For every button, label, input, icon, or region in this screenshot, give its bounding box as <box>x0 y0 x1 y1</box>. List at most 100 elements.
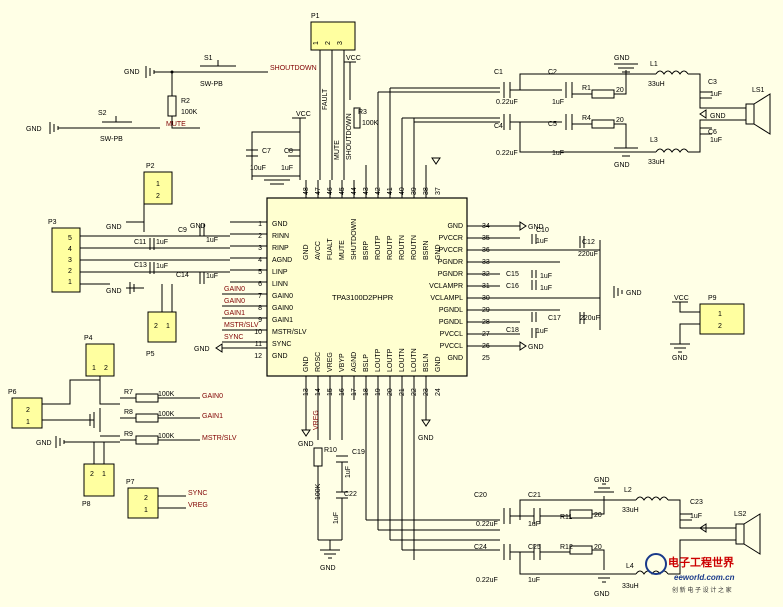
value-c11: 1uF <box>156 239 168 246</box>
label-c8: C8 <box>284 148 293 155</box>
r4-wire <box>572 123 627 148</box>
p7-wires <box>158 495 186 509</box>
cap-c20-c24 <box>503 508 511 560</box>
route-to-c4 <box>402 117 500 123</box>
ic-pin-num-left-7: 7 <box>258 293 262 300</box>
p3-pin3: 3 <box>68 257 72 264</box>
label-ls1: LS1 <box>752 87 765 94</box>
label-c10: C10 <box>536 227 549 234</box>
ic-pin-num-left-1: 1 <box>258 221 262 228</box>
right-caps <box>531 234 585 338</box>
label-r8: R8 <box>124 409 133 416</box>
label-c14: C14 <box>176 272 189 279</box>
gnd-label-12: GND <box>194 346 210 353</box>
label-p6: P6 <box>8 389 17 396</box>
label-c3: C3 <box>708 79 717 86</box>
ic-top-wires-right <box>365 88 427 198</box>
gnd-34: GND <box>528 224 544 231</box>
ic-pin-name-right-28: PGNDL <box>439 319 463 326</box>
gnd-label-p8: GND <box>36 440 52 447</box>
label-c23: C23 <box>690 499 703 506</box>
gnd-label-r4: GND <box>614 162 630 169</box>
gnd-bottom <box>320 549 340 559</box>
bottom-routing <box>366 519 500 551</box>
ic-pin-name-bottom-14: ROSC <box>315 352 322 372</box>
gnd-p6 <box>89 412 95 428</box>
value-c18: 1uF <box>536 328 548 335</box>
label-s1-type: SW-PB <box>200 81 223 88</box>
label-c24: C24 <box>474 544 487 551</box>
ic-pin-name-top-41: ROUTP <box>387 235 394 260</box>
value-c3: 1uF <box>710 91 722 98</box>
ic-pin-name-top-39: ROUTN <box>411 235 418 260</box>
eeworld-logo: 电子工程世界 eeworld.com.cn 创 新 电 子 设 计 之 家 <box>645 553 735 594</box>
ic-pin-num-left-9: 9 <box>258 317 262 324</box>
label-c22: C22 <box>344 491 357 498</box>
label-p5: P5 <box>146 351 155 358</box>
p2-pin2: 2 <box>156 193 160 200</box>
label-r3: R3 <box>358 109 367 116</box>
gnd-label-r11: GND <box>594 477 610 484</box>
ic-left-wires <box>230 221 267 283</box>
vcc-label-p9: VCC <box>674 295 689 302</box>
ic-bottom-wires <box>305 376 427 560</box>
gnd-arrow-ls2 <box>699 523 707 533</box>
ic-pin-name-right-31: VCLAMPR <box>429 283 463 290</box>
p9-wires <box>672 301 700 344</box>
header-p5 <box>147 311 177 343</box>
value-c1: 0.22uF <box>496 99 518 106</box>
ic-pin-name-left-4: AGND <box>272 257 292 264</box>
net-sync-left: SYNC <box>188 490 207 497</box>
ic-pin-name-bottom-15: VREG <box>327 352 334 372</box>
resistor-r10 <box>313 447 323 467</box>
gnd-label-ls1: GND <box>710 113 726 120</box>
resistor-r11 <box>569 509 593 519</box>
value-r9: 100K <box>158 433 175 440</box>
ic-body <box>266 197 468 377</box>
value-r8: 100K <box>158 411 175 418</box>
ic-pin-num-left-6: 6 <box>258 281 262 288</box>
header-p7 <box>127 487 159 519</box>
ic-pin-name-right-29: PGNDL <box>439 307 463 314</box>
label-r12: R12 <box>560 544 573 551</box>
value-c23: 1uF <box>690 513 702 520</box>
ic-pin-name-right-33: PGNDR <box>438 259 463 266</box>
cap-c19 <box>336 455 348 463</box>
logo-subtitle: 创 新 电 子 设 计 之 家 <box>672 586 732 594</box>
net-gain0-left: GAIN0 <box>202 393 223 400</box>
ic-pin-name-right-34: GND <box>447 223 463 230</box>
net-gain1-left: GAIN1 <box>202 413 223 420</box>
cap-c23 <box>680 513 692 521</box>
speaker-ls1 <box>745 93 771 135</box>
gnd-arrow-12 <box>215 343 223 353</box>
r2-to-mute <box>171 116 200 129</box>
header-p8 <box>83 463 115 497</box>
p1-pin2: 2 <box>325 41 332 45</box>
header-p1 <box>310 21 356 51</box>
logo-site: eeworld.com.cn <box>674 573 735 582</box>
header-p6 <box>11 397 43 429</box>
value-c4: 0.22uF <box>496 150 518 157</box>
ic-pin-name-left-9: GAIN1 <box>272 317 293 324</box>
p9-pin1: 1 <box>718 311 722 318</box>
ic-pin-num-left-8: 8 <box>258 305 262 312</box>
value-c24: 0.22uF <box>476 577 498 584</box>
label-p7: P7 <box>126 479 135 486</box>
value-r2: 100K <box>181 109 198 116</box>
value-c5: 1uF <box>552 150 564 157</box>
value-c6: 1uF <box>710 137 722 144</box>
net-gain1: GAIN1 <box>224 310 245 317</box>
net-gain0-b: GAIN0 <box>224 298 245 305</box>
value-r11: 20 <box>594 512 602 519</box>
s2-ground-wire <box>49 122 160 134</box>
resistor-r9 <box>135 435 159 445</box>
header-p4 <box>85 343 115 377</box>
gnd-label-r12: GND <box>594 591 610 598</box>
label-ls2: LS2 <box>734 511 747 518</box>
ic-pin-name-bottom-23: BSLN <box>423 354 430 372</box>
p2-pin1: 1 <box>156 181 160 188</box>
p1-wires <box>319 50 345 180</box>
label-c16: C16 <box>506 283 519 290</box>
ic-pin-name-left-3: RINP <box>272 245 289 252</box>
